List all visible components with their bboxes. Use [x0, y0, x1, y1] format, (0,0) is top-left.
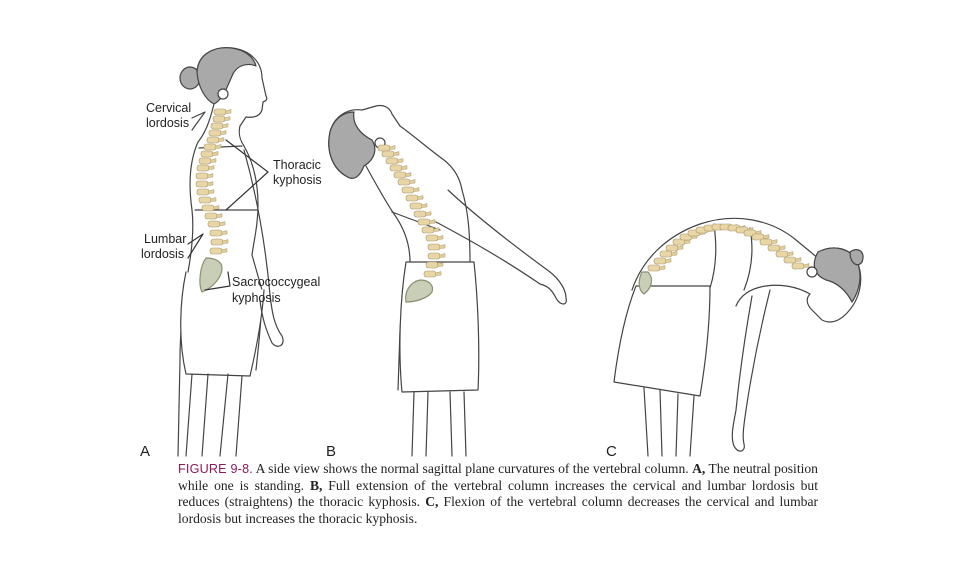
cervical-label-line1: Cervical: [146, 101, 191, 115]
ear-a: [217, 88, 229, 100]
cervical-label-line2: lordosis: [146, 116, 189, 130]
caption-a-text: The neutral position while one is standi…: [178, 461, 818, 493]
caption-c-text: Flexion of the vertebral column decrease…: [178, 494, 819, 526]
sacrum-a: [199, 257, 223, 293]
caption-b-label: B,: [309, 477, 323, 493]
caption-a-label: A,: [692, 461, 706, 476]
thoracic-label-line2: kyphosis: [273, 173, 322, 187]
ear-c: [806, 266, 818, 278]
figure-number: FIGURE 9-8.: [178, 462, 253, 476]
figure-a-standing: [177, 47, 284, 457]
caption-b-text: Full extension of the vertebral column i…: [178, 477, 819, 510]
sacro-label-line2: kyphosis: [232, 291, 281, 305]
dress-b: [399, 261, 480, 393]
hair-bun-c: [849, 249, 864, 266]
lumbar-label-line1: Lumbar: [144, 232, 186, 246]
sacro-bracket: [204, 271, 231, 291]
caption-intro: A side view shows the normal sagittal pl…: [252, 461, 693, 476]
vertebral-curvatures-figure: Cervical lordosis Thoracic kyphosis Lumb…: [140, 47, 864, 460]
dress-c: [613, 285, 711, 397]
sacrum-b: [405, 279, 434, 303]
panel-letter-a: A: [140, 443, 150, 460]
lumbar-label-line2: lordosis: [141, 247, 184, 261]
figure-caption: FIGURE 9-8. A side view shows the normal…: [178, 461, 818, 527]
thoracic-bracket: [225, 139, 269, 211]
panel-letter-c: C: [606, 443, 617, 460]
figure-b-extension: [328, 104, 567, 457]
caption-c-label: C,: [425, 494, 439, 509]
cervical-bracket: [191, 111, 206, 131]
figure-c-flexion: [613, 217, 864, 457]
panel-letter-b: B: [326, 443, 336, 460]
hair-b: [328, 111, 376, 179]
sacro-label-line1: Sacrococcygeal: [232, 275, 320, 289]
sacrum-c: [638, 271, 653, 295]
lumbar-bracket: [187, 233, 204, 259]
hair-a: [196, 47, 257, 105]
thoracic-label-line1: Thoracic: [273, 158, 321, 172]
dress-a: [180, 271, 265, 377]
